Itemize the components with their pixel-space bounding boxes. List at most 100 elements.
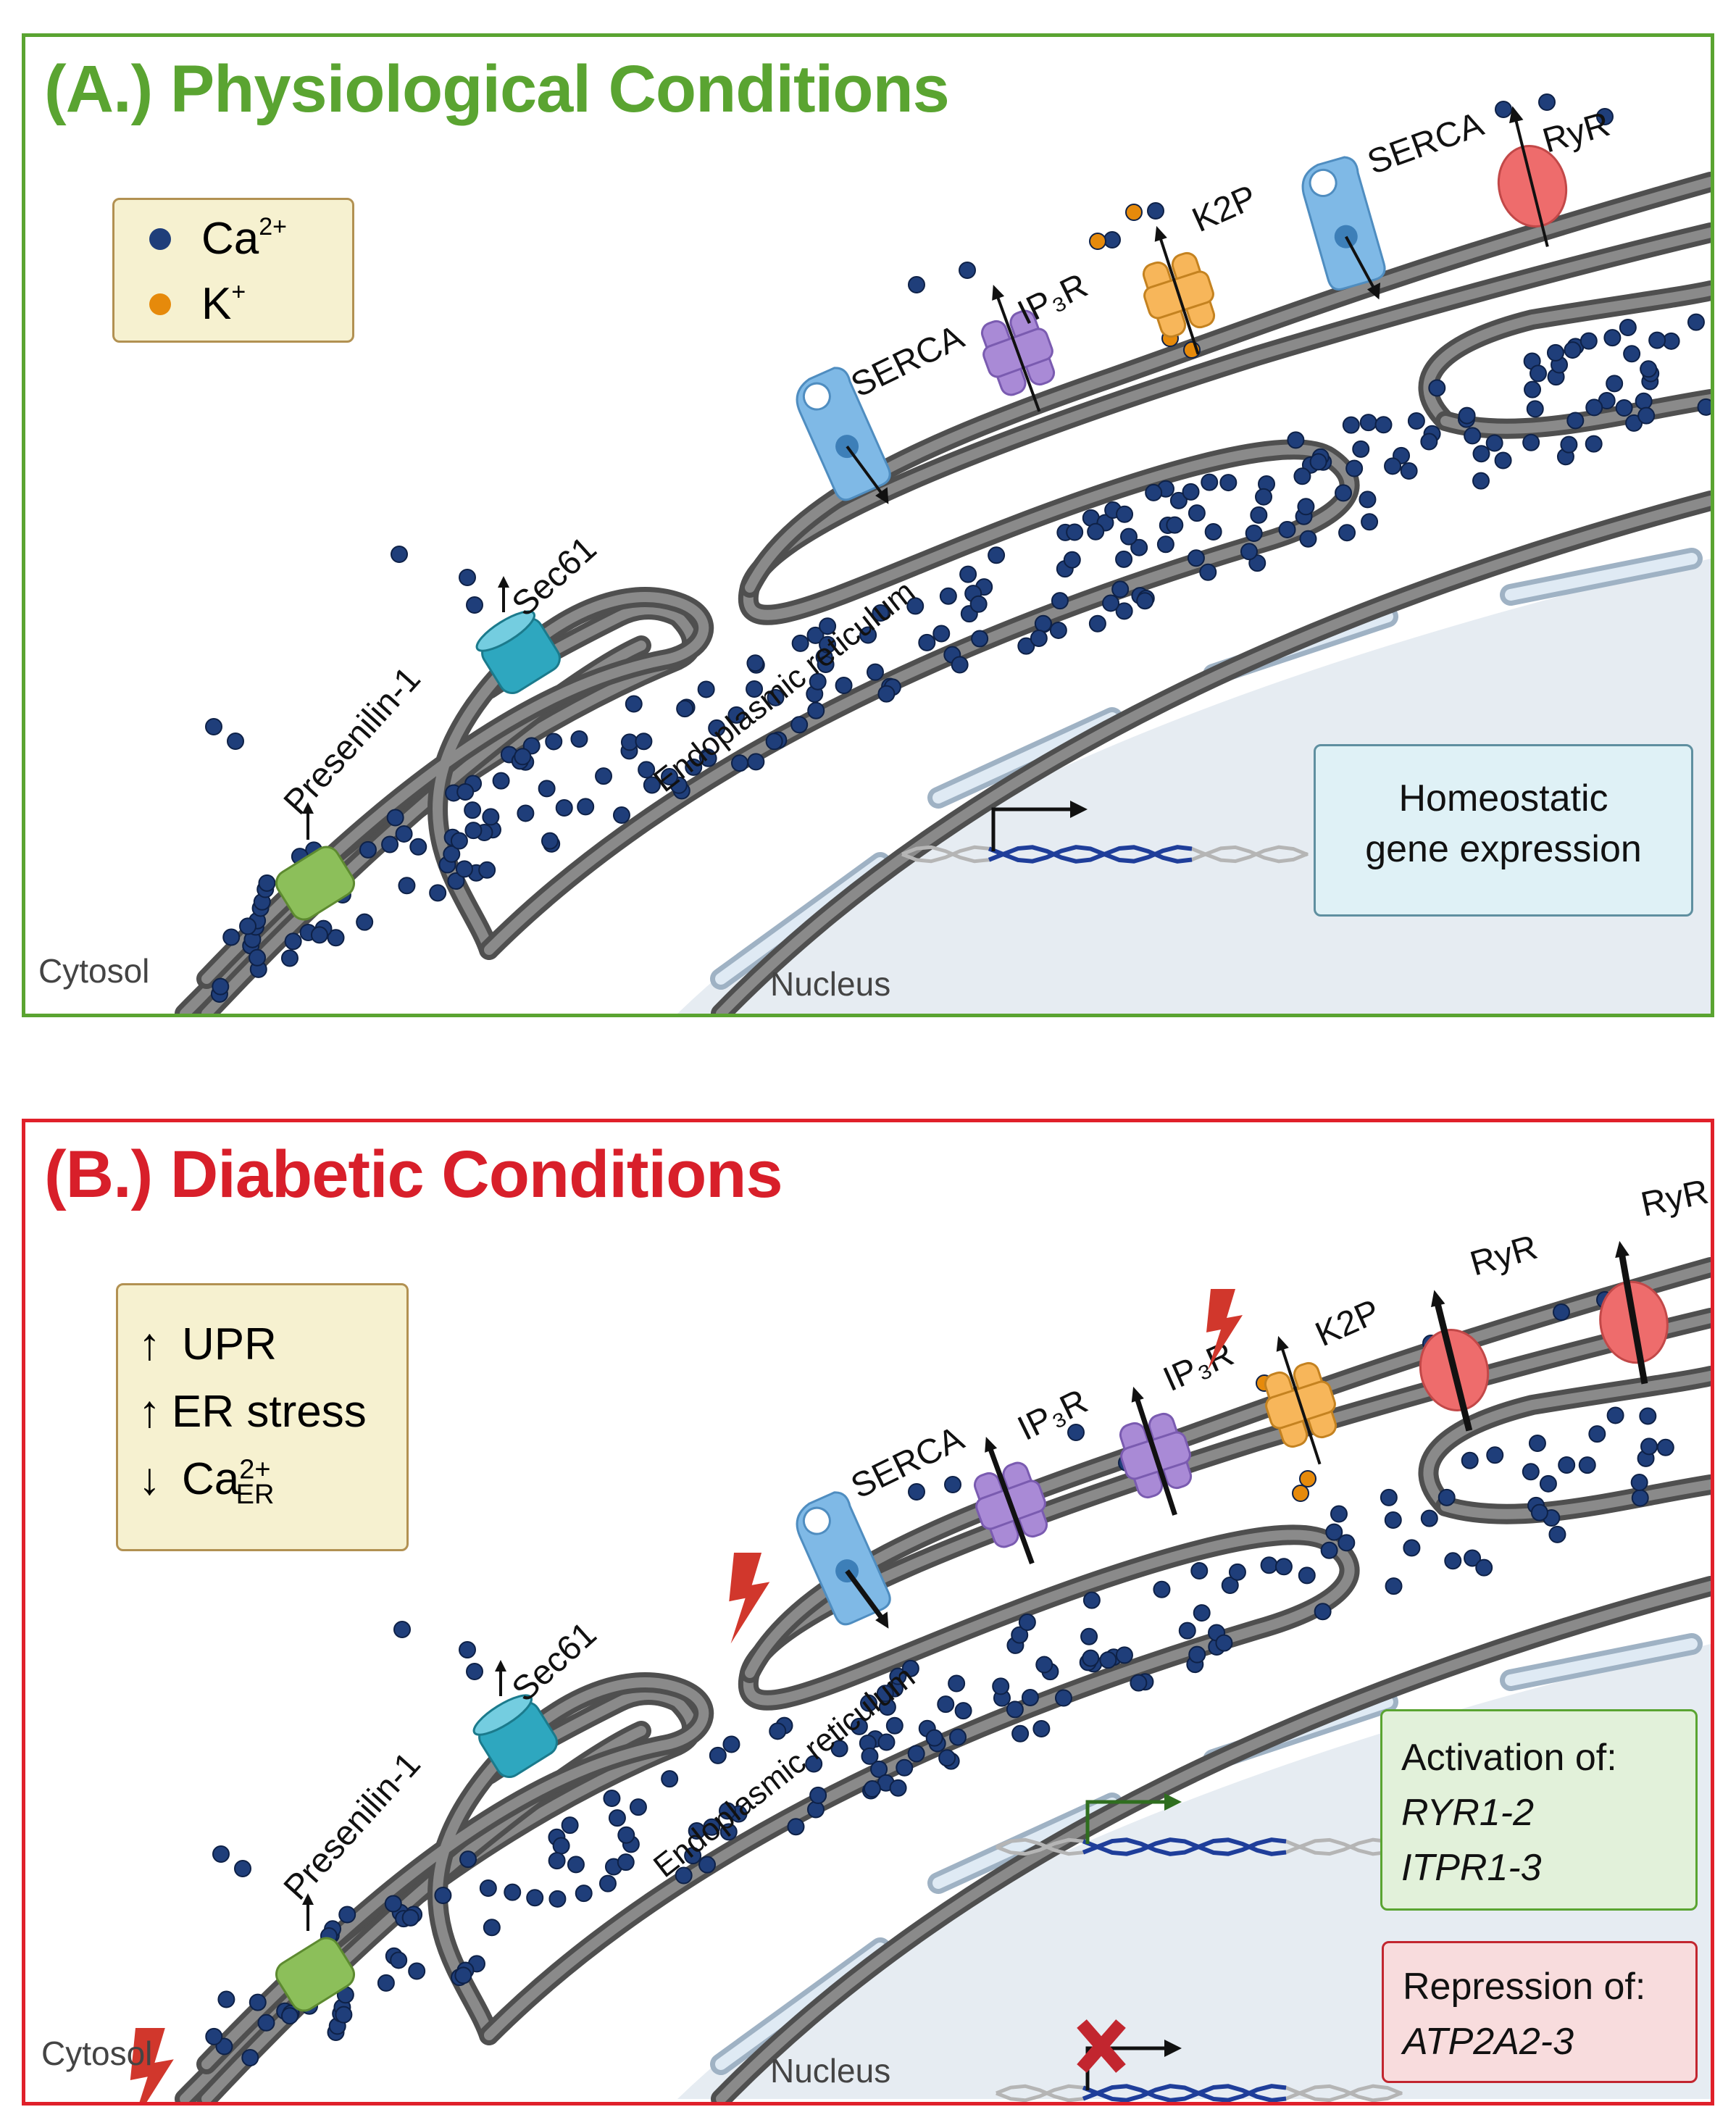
calcium-ion (1087, 522, 1105, 541)
calcium-ion (1585, 398, 1603, 417)
calcium-ion (817, 655, 835, 673)
calcium-ion (1156, 535, 1174, 554)
calcium-ion (327, 929, 345, 947)
calcium-ion (526, 1889, 544, 1907)
calcium-ion (697, 680, 715, 698)
calcium-ion (1538, 93, 1556, 111)
calcium-ion (1385, 1577, 1403, 1595)
nucleus-label: Nucleus (770, 2052, 891, 2090)
calcium-ion (1049, 621, 1067, 639)
calcium-ion (1539, 1474, 1557, 1493)
calcium-ion (1338, 1534, 1356, 1552)
calcium-ion (1287, 431, 1305, 449)
calcium-ion (1278, 520, 1296, 538)
calcium-ion (675, 1866, 693, 1885)
calcium-ion (280, 949, 299, 967)
nuclear-envelope-segment-inner (932, 1798, 1118, 1889)
calcium-ion (1116, 505, 1134, 523)
calcium-ion (1494, 451, 1512, 470)
calcium-ion (1530, 1503, 1548, 1522)
calcium-ion (284, 932, 302, 951)
calcium-ion (386, 809, 404, 827)
calcium-ion (447, 872, 465, 890)
calcium-ion (1080, 1627, 1098, 1645)
er-membrane-top-inner (745, 177, 1711, 593)
ip3r-channel-2 (1119, 1386, 1193, 1516)
calcium-ion (1188, 1645, 1206, 1664)
calcium-ion (835, 677, 853, 695)
calcium-ion (391, 546, 408, 563)
calcium-ion (1342, 416, 1360, 434)
calcium-ion (1298, 1566, 1316, 1585)
k2p-channel (1264, 1335, 1338, 1465)
presenilin-1-channel (275, 846, 356, 921)
k2p-label: K2P (1187, 178, 1262, 240)
calcium-ion (1034, 614, 1052, 633)
calcium-ion (876, 1685, 894, 1703)
calcium-ion (661, 768, 679, 786)
calcium-ion (767, 688, 785, 706)
calcium-ion (1260, 1556, 1278, 1574)
presenilin-flux-arrow (302, 1893, 314, 1931)
ryr-label: RyR (1466, 1228, 1541, 1284)
calcium-ion (598, 1874, 617, 1892)
status-er-stress: ↑ER stress (138, 1386, 406, 1437)
calcium-ion (809, 1786, 827, 1804)
calcium-ion (1361, 513, 1379, 531)
ryr-channel-flux-line (1513, 115, 1549, 247)
calcium-ion (805, 1755, 823, 1773)
calcium-ion (918, 633, 936, 651)
calcium-ion (809, 672, 827, 690)
up-arrow-icon: ↑ (138, 1319, 161, 1369)
calcium-ion (234, 1860, 251, 1877)
serca-label: SERCA (846, 318, 970, 405)
calcium-ion (466, 1663, 483, 1680)
calcium-ion (819, 617, 837, 635)
serca-pump-pocket (802, 1506, 831, 1535)
calcium-ion (483, 1919, 501, 1937)
calcium-ion (482, 808, 500, 826)
ryr-channel-2-flux-line (1618, 1250, 1648, 1385)
activation-box: Activation of: RYR1-2 ITPR1-3 (1380, 1709, 1698, 1911)
calcium-ion (1420, 433, 1438, 451)
calcium-ion (806, 626, 825, 644)
calcium-ion (1314, 1603, 1332, 1621)
calcium-ion (1403, 1539, 1421, 1557)
calcium-ion (1352, 440, 1370, 458)
calcium-ion (1082, 1591, 1101, 1609)
calcium-ion (699, 749, 717, 767)
serca-pump-2-flux-line (1344, 235, 1377, 291)
calcium-ion (939, 587, 957, 605)
calcium-ion (746, 654, 764, 672)
calcium-ion (907, 1745, 925, 1763)
calcium-ion (1648, 331, 1666, 349)
calcium-ion (450, 832, 468, 850)
status-er-stress-text: ER stress (172, 1387, 367, 1437)
calcium-ion (1021, 1688, 1039, 1706)
calcium-ion (638, 761, 656, 779)
calcium-ion (459, 569, 476, 586)
serca-pump-2 (1301, 156, 1386, 300)
calcium-ion (1472, 472, 1490, 490)
calcium-ion (1130, 538, 1148, 556)
calcium-ion (1099, 1651, 1117, 1669)
calcium-ion (1102, 594, 1120, 612)
transcription-arrow-icon (991, 801, 1088, 851)
calcium-ion (1345, 459, 1364, 477)
nuclear-envelope-segment-inner (1505, 553, 1698, 601)
down-arrow-icon: ↓ (138, 1454, 161, 1504)
calcium-ion (398, 877, 416, 895)
calcium-ion (1522, 433, 1540, 451)
calcium-ion (1606, 375, 1624, 393)
calcium-ion (948, 1674, 966, 1693)
calcium-ion (790, 716, 809, 734)
k2p-label: K2P (1310, 1293, 1385, 1354)
calcium-ion (1656, 1438, 1674, 1456)
calcium-ion (384, 1895, 402, 1913)
lightning-bolt-shape (130, 2028, 174, 2102)
calcium-ion (241, 2048, 259, 2066)
calcium-ion (969, 595, 988, 613)
calcium-ion (577, 798, 595, 816)
calcium-ion (1115, 1646, 1133, 1664)
